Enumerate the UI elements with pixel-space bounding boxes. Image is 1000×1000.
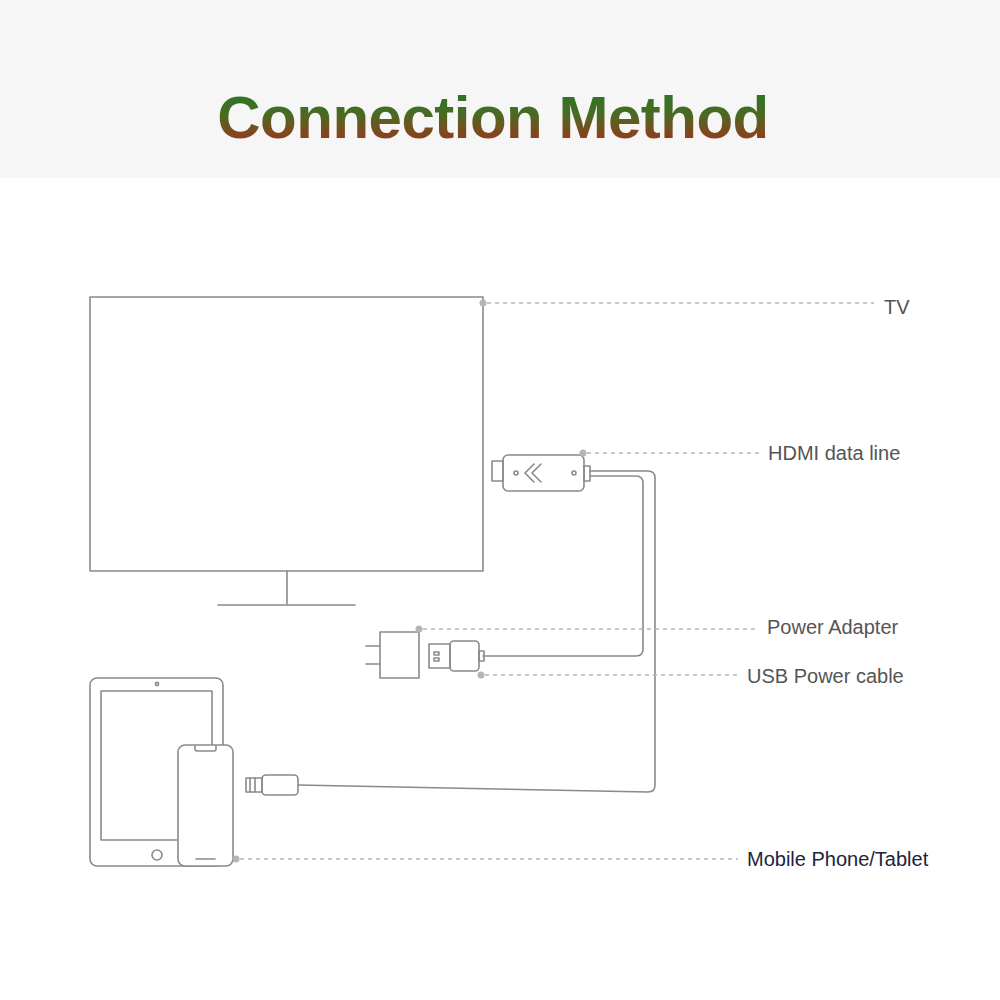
lightning-detail (249, 778, 251, 792)
hdmi-dot (572, 471, 576, 475)
leader-line (240, 858, 738, 859)
usb-strain-relief (479, 651, 484, 661)
usb-hole (434, 658, 439, 661)
callout-label: Mobile Phone/Tablet (745, 848, 930, 871)
hdmi-plug (492, 461, 503, 481)
phone (178, 745, 233, 866)
leader-line (587, 452, 760, 453)
callout-label: HDMI data line (766, 442, 902, 465)
hdmi-chevron (532, 464, 541, 482)
leader-line (423, 628, 758, 629)
callout-label: Power Adapter (765, 616, 900, 639)
tv-stand (286, 571, 288, 604)
tablet-home-button (152, 850, 162, 860)
callout-label: USB Power cable (745, 665, 906, 688)
leader-line (487, 302, 874, 303)
usb-plug-metal (429, 644, 450, 668)
tv-screen (90, 297, 483, 571)
usb-plug-body (450, 641, 479, 671)
adapter-prong (366, 663, 380, 665)
usb-hole (434, 652, 439, 655)
phone-home-bar (196, 858, 215, 860)
hdmi-strain-relief (584, 466, 590, 481)
lightning-tip (246, 778, 262, 792)
lightning-detail (254, 778, 256, 792)
tablet-camera (155, 682, 158, 685)
lightning-wire (298, 471, 655, 792)
callout-label: TV (882, 296, 912, 319)
leader-dot (480, 300, 487, 307)
tv-base (218, 604, 355, 606)
diagram-title: Connection Method (217, 83, 768, 152)
leader-dot (233, 856, 240, 863)
hdmi-dot (514, 471, 518, 475)
leader-dot (580, 450, 587, 457)
leader-dot (478, 672, 485, 679)
leader-dot (416, 626, 423, 633)
lightning-body (262, 775, 298, 795)
power-adapter (380, 632, 419, 678)
hdmi-body (503, 455, 584, 491)
leader-line (485, 674, 738, 675)
phone-notch (195, 746, 216, 751)
adapter-prong (366, 645, 380, 647)
